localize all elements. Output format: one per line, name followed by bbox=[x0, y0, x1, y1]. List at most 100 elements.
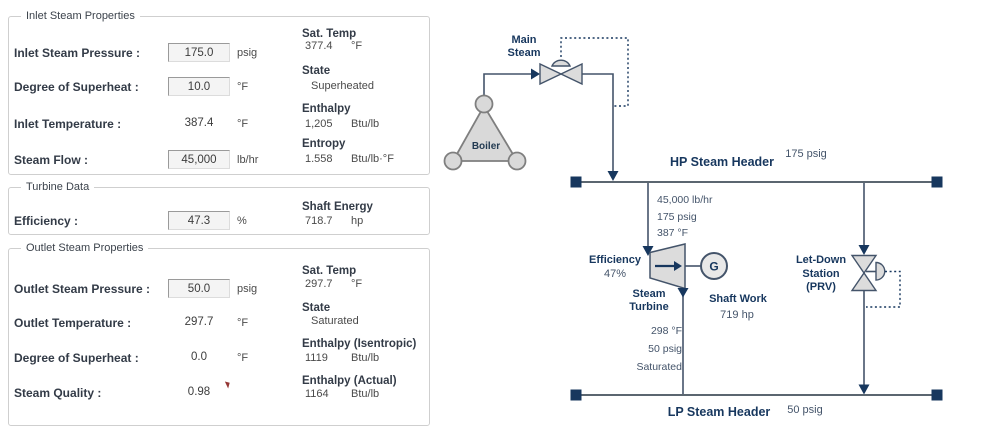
entropy-value-line: 1.558 Btu/lb·°F bbox=[305, 153, 394, 167]
process-flow-diagram: Boiler Main Steam HP Steam Header 175 ps… bbox=[443, 34, 943, 419]
inlet-superheat-row: Degree of Superheat : °F bbox=[9, 77, 429, 97]
hp-header-label: HP Steam Header bbox=[670, 155, 774, 169]
main-steam-valve-right bbox=[559, 62, 583, 86]
shaft-work-value: 719 hp bbox=[720, 309, 754, 321]
inlet-superheat-unit: °F bbox=[237, 81, 249, 93]
enthalpy-actual-unit: Btu/lb bbox=[351, 388, 380, 400]
main-steam-label-line1: Main bbox=[511, 34, 536, 46]
prv-inlet-arrow-icon bbox=[858, 245, 870, 255]
boiler-drum-left bbox=[443, 151, 463, 171]
turbine-outlet-state: Saturated bbox=[636, 361, 682, 373]
turbine-flow-arrow-icon bbox=[674, 261, 682, 271]
turbine-outlet-arrow-icon bbox=[677, 288, 689, 298]
sat-temp-unit: °F bbox=[351, 40, 363, 52]
main-steam-label-line2: Steam bbox=[507, 47, 540, 59]
inlet-pressure-label: Inlet Steam Pressure : bbox=[14, 46, 141, 60]
outlet-pressure-input[interactable] bbox=[168, 279, 230, 298]
boiler-drum-top bbox=[474, 94, 494, 114]
inlet-temperature-row: Inlet Temperature : 387.4 °F bbox=[9, 114, 429, 134]
valve-actuator-icon bbox=[550, 59, 572, 67]
outlet-temperature-value: 297.7 bbox=[184, 316, 214, 328]
prv-actuator-icon bbox=[875, 261, 886, 281]
steam-flow-row: Steam Flow : lb/hr bbox=[9, 150, 429, 170]
lp-header-label: LP Steam Header bbox=[668, 405, 771, 419]
state-name: State bbox=[302, 65, 331, 77]
lp-header-right-node bbox=[931, 389, 943, 401]
outlet-temperature-label: Outlet Temperature : bbox=[14, 316, 132, 330]
enthalpy-isentropic-value-line: 1119 Btu/lb bbox=[305, 352, 379, 366]
entropy-value: 1.558 bbox=[305, 153, 333, 165]
inlet-superheat-input[interactable] bbox=[168, 77, 230, 96]
inlet-pressure-input[interactable] bbox=[168, 43, 230, 62]
inlet-steam-properties-group: Inlet Steam Properties Inlet Steam Press… bbox=[8, 10, 430, 175]
inlet-pressure-row: Inlet Steam Pressure : psig bbox=[9, 43, 429, 63]
entropy-unit: Btu/lb·°F bbox=[351, 153, 394, 165]
outlet-pressure-label: Outlet Steam Pressure : bbox=[14, 282, 151, 296]
lp-header-feed-arrow-icon bbox=[858, 384, 870, 395]
steam-quality-label: Steam Quality : bbox=[14, 386, 102, 400]
enthalpy-name: Enthalpy bbox=[302, 103, 351, 115]
outlet-sat-temp-value-line: 297.7°F bbox=[305, 278, 362, 292]
generator-label: G bbox=[709, 260, 718, 274]
lp-header-left-node bbox=[570, 389, 582, 401]
outlet-state-value: Saturated bbox=[311, 315, 359, 327]
letdown-label-line1: Let-Down bbox=[796, 254, 846, 266]
enthalpy-isentropic-value: 1119 bbox=[305, 352, 328, 364]
turbine-data-group: Turbine Data Efficiency : % Shaft Energy… bbox=[8, 181, 430, 235]
turbine-group-legend: Turbine Data bbox=[26, 181, 90, 193]
letdown-label-line3: (PRV) bbox=[806, 281, 836, 293]
efficiency-input[interactable] bbox=[168, 211, 230, 230]
shaft-energy-value-line: 718.7 hp bbox=[305, 215, 363, 229]
efficiency-diagram-value: 47% bbox=[604, 268, 626, 280]
boiler-triangle bbox=[451, 104, 519, 162]
enthalpy-isentropic-unit: Btu/lb bbox=[351, 352, 380, 364]
steam-flow-input[interactable] bbox=[168, 150, 230, 169]
sat-temp-name: Sat. Temp bbox=[302, 28, 357, 40]
inlet-temperature-unit: °F bbox=[237, 118, 249, 130]
steam-quality-row: Steam Quality : 0.98 bbox=[9, 383, 429, 403]
hp-header-left-node bbox=[570, 176, 582, 188]
outlet-superheat-label: Degree of Superheat : bbox=[14, 351, 139, 365]
turbine-outlet-temperature: 298 °F bbox=[651, 325, 682, 337]
inlet-temperature-label: Inlet Temperature : bbox=[14, 117, 122, 131]
shaft-energy-unit: hp bbox=[351, 215, 364, 227]
inlet-temperature-value: 387.4 bbox=[184, 117, 214, 129]
generator-symbol bbox=[700, 252, 728, 280]
state-value: Superheated bbox=[311, 80, 374, 92]
outlet-steam-properties-group: Outlet Steam Properties Outlet Steam Pre… bbox=[8, 242, 430, 426]
valve-to-header-pipe bbox=[582, 73, 614, 172]
turbine-inlet-arrow-icon bbox=[642, 246, 654, 256]
boiler-outlet-pipe bbox=[483, 73, 531, 96]
outlet-group-legend: Outlet Steam Properties bbox=[26, 242, 144, 254]
turbine-inlet-flow: 45,000 lb/hr bbox=[657, 194, 713, 206]
enthalpy-actual-name: Enthalpy (Actual) bbox=[302, 375, 397, 387]
inlet-pressure-unit: psig bbox=[237, 47, 258, 59]
inlet-superheat-label: Degree of Superheat : bbox=[14, 80, 139, 94]
sat-temp-value-line: 377.4°F bbox=[305, 40, 362, 54]
turbine-outlet-pressure: 50 psig bbox=[648, 343, 682, 355]
turbine-inlet-temperature: 387 °F bbox=[657, 227, 688, 239]
state-value-line: Superheated bbox=[305, 80, 374, 94]
outlet-superheat-unit: °F bbox=[237, 352, 249, 364]
efficiency-label: Efficiency : bbox=[14, 214, 79, 228]
enthalpy-unit: Btu/lb bbox=[351, 118, 380, 130]
enthalpy-actual-value: 1164 bbox=[305, 388, 329, 400]
hp-header-feed-arrow-icon bbox=[607, 171, 619, 181]
prv-valve-bottom bbox=[850, 271, 878, 292]
enthalpy-isentropic-name: Enthalpy (Isentropic) bbox=[302, 338, 417, 350]
hp-header-right-node bbox=[931, 176, 943, 188]
outlet-state-value-line: Saturated bbox=[305, 315, 359, 329]
steam-turbine-label-line1: Steam bbox=[632, 288, 665, 300]
efficiency-row: Efficiency : % bbox=[9, 211, 429, 231]
outlet-superheat-row: Degree of Superheat : 0.0 °F bbox=[9, 348, 429, 368]
outlet-superheat-value: 0.0 bbox=[191, 351, 207, 363]
boiler-label: Boiler bbox=[472, 141, 500, 152]
steam-turbine-label-line2: Turbine bbox=[629, 301, 669, 313]
prv-control-signal-line bbox=[866, 270, 901, 308]
shaft-energy-name: Shaft Energy bbox=[302, 201, 373, 213]
steam-flow-unit: lb/hr bbox=[237, 154, 259, 166]
letdown-label-line2: Station bbox=[802, 268, 840, 280]
shaft-energy-value: 718.7 bbox=[305, 215, 333, 227]
outlet-sat-temp-name: Sat. Temp bbox=[302, 265, 357, 277]
turbine-inlet-pressure: 175 psig bbox=[657, 211, 697, 223]
